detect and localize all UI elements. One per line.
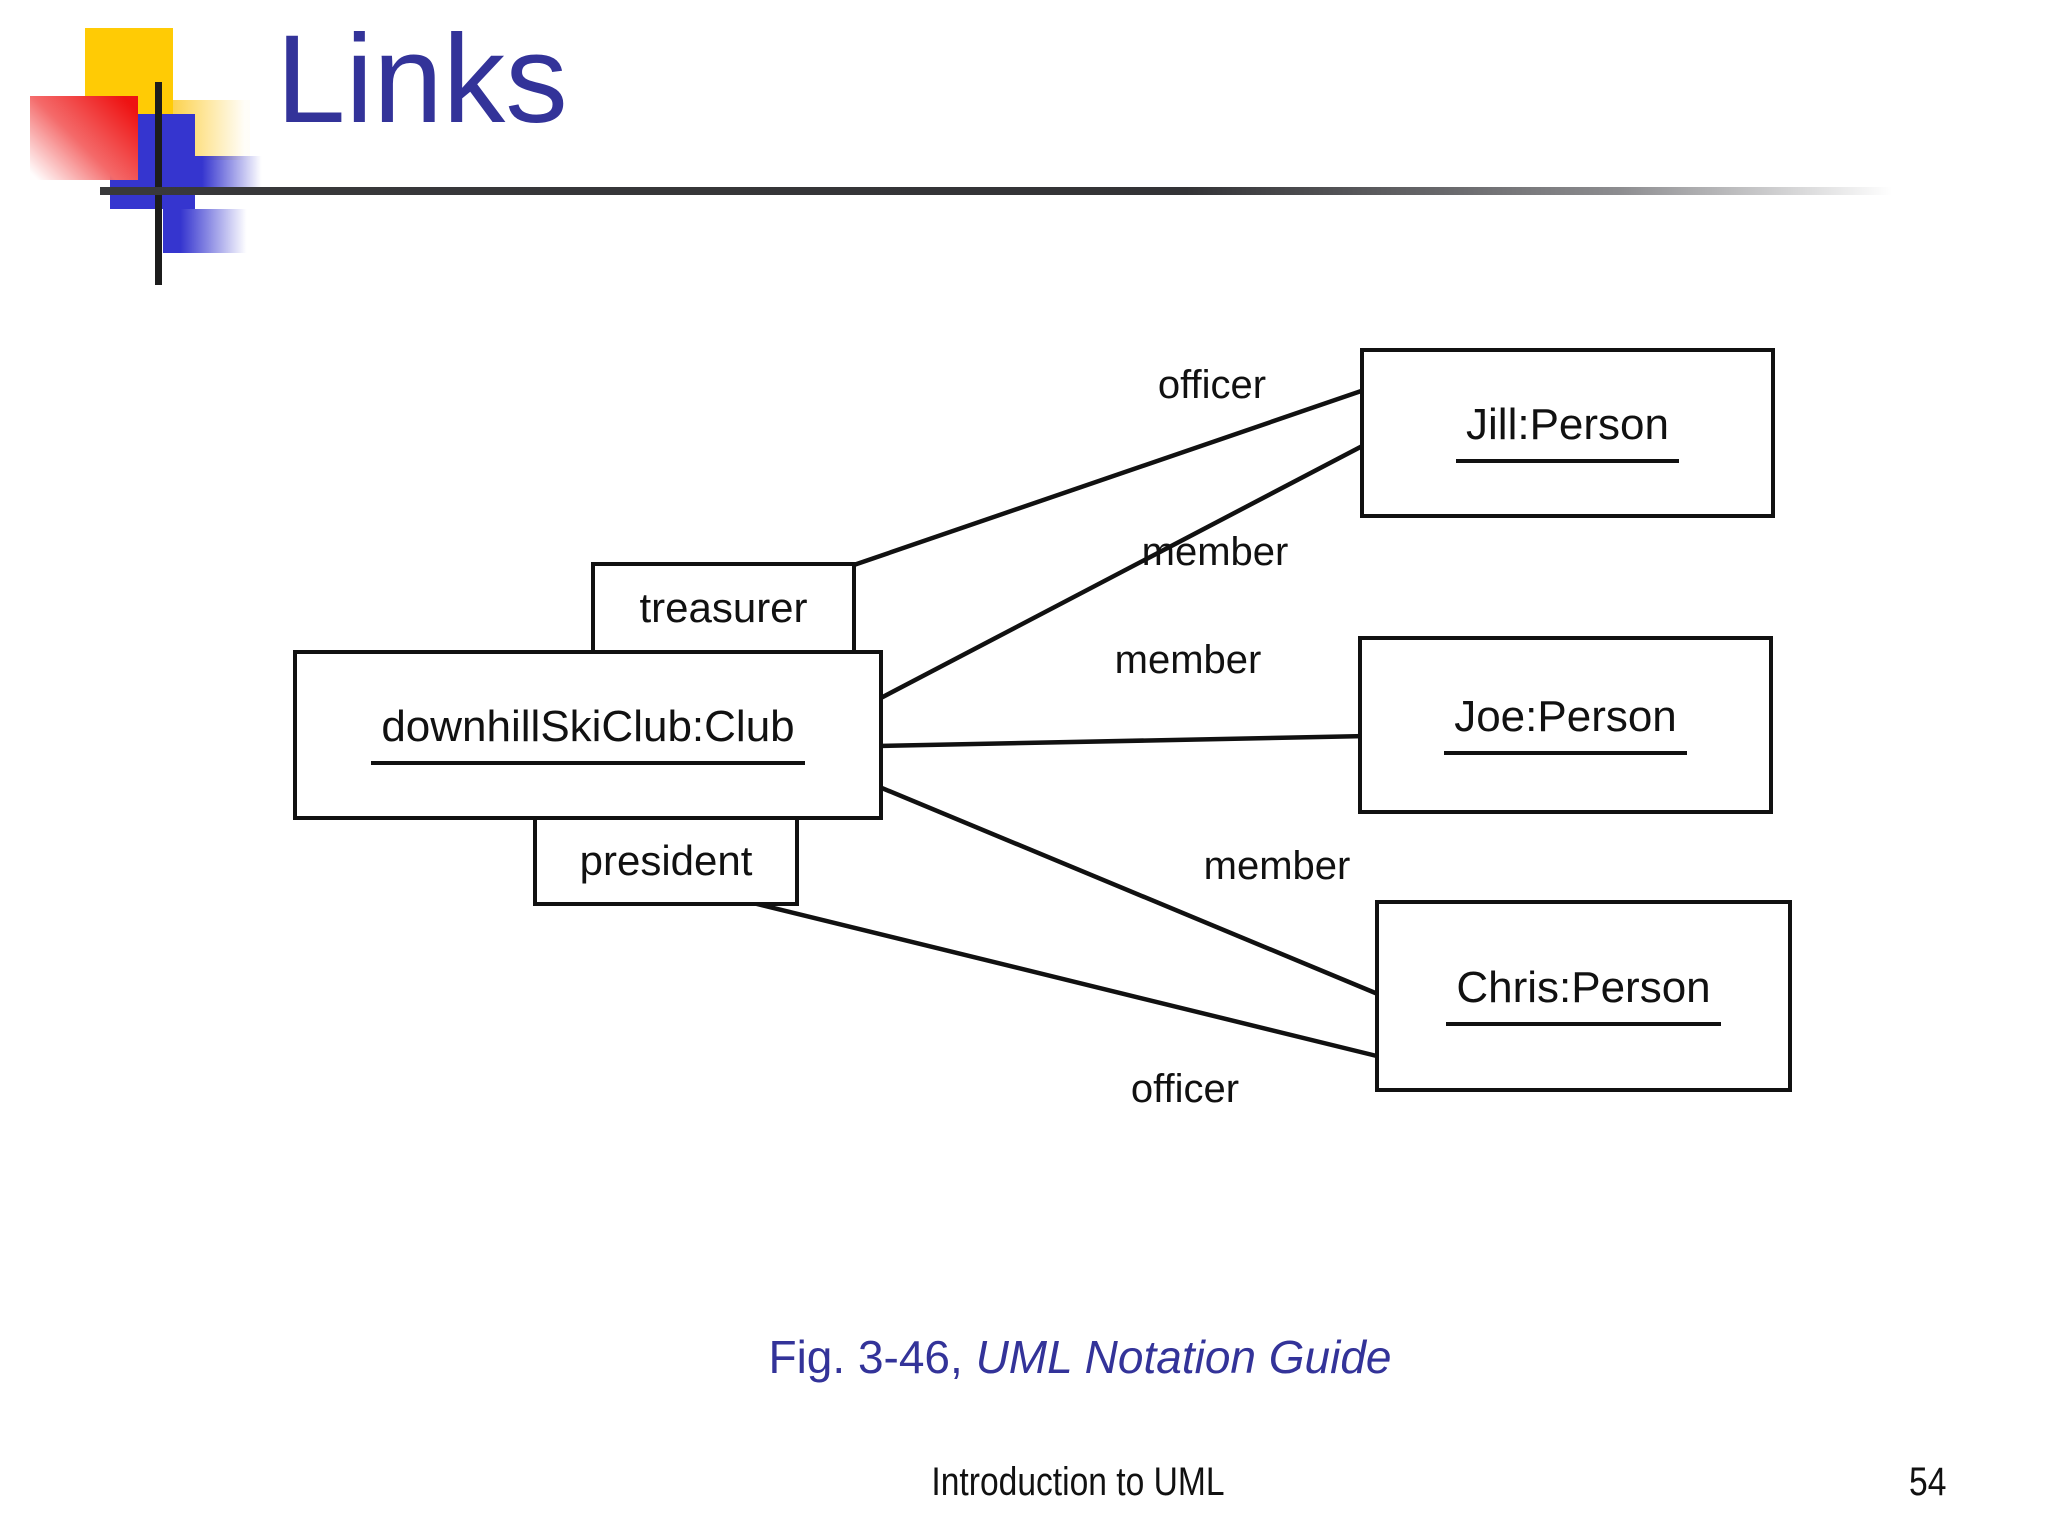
link-line-member-joe	[876, 733, 1369, 749]
link-label-member-joe: member	[1114, 638, 1262, 682]
object-label-joe: Joe:Person	[1444, 695, 1687, 755]
link-line-member-chris	[876, 783, 1386, 1000]
page-number: 54	[1906, 1460, 1951, 1505]
deco-blue-tail-bar	[163, 209, 251, 253]
figure-caption-prefix: Fig. 3-46,	[768, 1331, 976, 1383]
qualifier-box-treasurer: treasurer	[591, 562, 856, 654]
figure-caption: Fig. 3-46, UML Notation Guide	[768, 1330, 1391, 1384]
link-line-member-jill	[875, 440, 1372, 702]
deco-vertical-line	[155, 82, 162, 285]
object-box-joe: Joe:Person	[1358, 636, 1773, 814]
page-number-text: 54	[1909, 1460, 1947, 1504]
object-label-chris: Chris:Person	[1446, 966, 1721, 1026]
link-line-officer-chris	[744, 898, 1386, 1061]
figure-caption-source: UML Notation Guide	[975, 1331, 1392, 1383]
qualifier-box-president: president	[533, 816, 799, 906]
object-box-club: downhillSkiClub:Club	[293, 650, 883, 820]
page-title: Links	[276, 10, 568, 149]
object-box-jill: Jill:Person	[1360, 348, 1775, 518]
footer-title-text: Introduction to UML	[931, 1460, 1225, 1504]
link-line-officer-jill	[844, 385, 1371, 571]
object-label-club: downhillSkiClub:Club	[371, 705, 805, 765]
object-label-jill: Jill:Person	[1456, 403, 1679, 463]
link-label-officer-chris: officer	[1130, 1067, 1240, 1111]
qualifier-label-treasurer: treasurer	[639, 584, 808, 631]
link-label-member-chris: member	[1203, 844, 1351, 888]
link-label-officer-jill: officer	[1157, 363, 1267, 407]
link-label-member-jill: member	[1141, 530, 1289, 574]
deco-red-square	[30, 96, 138, 180]
object-box-chris: Chris:Person	[1375, 900, 1792, 1092]
title-underline-rule	[100, 187, 1910, 195]
footer-title: Introduction to UML	[903, 1460, 1252, 1505]
qualifier-label-president: president	[579, 837, 753, 884]
